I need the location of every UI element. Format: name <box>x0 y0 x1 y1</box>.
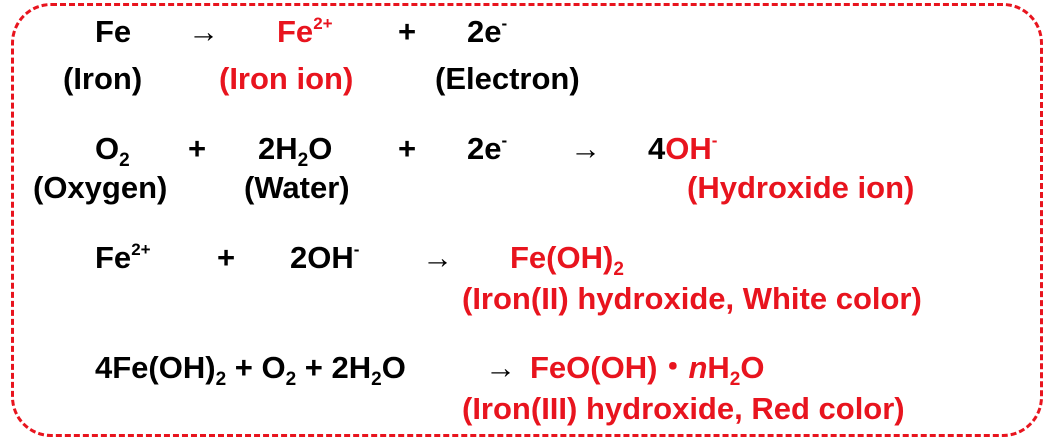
eq2-label-water: (Water) <box>244 170 350 205</box>
eq1-iron-ion: Fe2+ <box>277 14 333 49</box>
eq3-iron-ion: Fe2+ <box>95 240 151 275</box>
eq2-label-hydroxide-ion: (Hydroxide ion) <box>687 170 915 205</box>
eq1-label-iron-ion: (Iron ion) <box>219 61 354 96</box>
dashed-frame <box>11 3 1043 437</box>
eq4-label-product: (Iron(III) hydroxide, Red color) <box>462 391 905 426</box>
eq3-label-product: (Iron(II) hydroxide, White color) <box>462 281 922 316</box>
eq2-oxygen: O2 <box>95 131 130 171</box>
eq2-label-oxygen: (Oxygen) <box>33 170 168 205</box>
eq1-plus: + <box>398 14 417 49</box>
eq2-hydroxide: 4OH- <box>648 131 718 166</box>
eq2-plus-1: + <box>188 131 207 166</box>
eq2-arrow: → <box>570 131 601 166</box>
eq1-label-electron: (Electron) <box>435 61 580 96</box>
eq2-water: 2H2O <box>258 131 333 171</box>
eq4-reactants: 4Fe(OH)2 + O2 + 2H2O <box>95 350 406 390</box>
eq1-electron: 2e- <box>467 14 508 49</box>
eq1-label-iron: (Iron) <box>63 61 143 96</box>
eq4-arrow: → <box>485 350 516 385</box>
eq3-plus: + <box>217 240 236 275</box>
eq2-plus-2: + <box>398 131 417 166</box>
eq2-electron: 2e- <box>467 131 508 166</box>
eq3-arrow: → <box>422 240 453 275</box>
eq1-arrow: → <box>188 14 219 49</box>
eq4-product: FeO(OH)・nH2O <box>530 350 765 390</box>
eq1-fe: Fe <box>95 14 132 49</box>
eq3-hydroxide: 2OH- <box>290 240 360 275</box>
eq3-product: Fe(OH)2 <box>510 240 624 280</box>
